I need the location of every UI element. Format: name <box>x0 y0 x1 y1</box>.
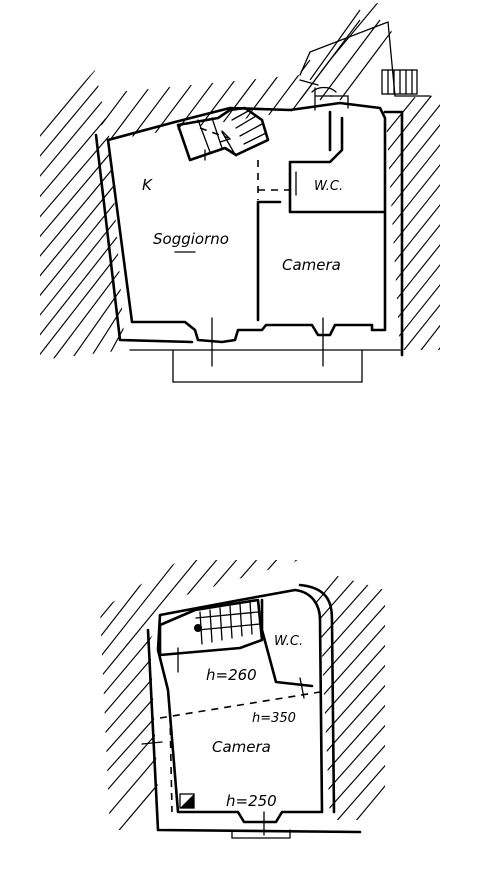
upper-stair-outline <box>176 106 270 162</box>
upper-kitchen-label: K <box>142 176 153 194</box>
upper-partition <box>256 200 282 322</box>
upper-bedroom-label: Camera <box>282 256 341 274</box>
upper-hatch-top <box>89 0 395 140</box>
lower-floor-plan: W.C. h=260 h=350 Camera h=250 <box>100 560 385 839</box>
lower-outer-wall-thick <box>146 583 362 834</box>
upper-outer-wall <box>106 101 387 344</box>
upper-openings <box>204 87 324 367</box>
lower-loft-height-label: h=260 <box>206 666 257 684</box>
lower-mid-height-label: h=350 <box>252 711 296 726</box>
upper-partition-dashed <box>257 160 290 200</box>
upper-hatch-right <box>385 95 440 350</box>
upper-outer-wall-thick <box>94 110 404 357</box>
lower-bedroom-label: Camera <box>212 738 271 756</box>
lower-floor-height-label: h=250 <box>226 792 277 810</box>
lower-stair-treads <box>195 601 261 645</box>
upper-stair-arrowhead <box>219 130 232 143</box>
upper-stair-treads <box>197 109 267 157</box>
lower-bath-wall <box>260 598 314 688</box>
upper-bath-label: W.C. <box>314 179 343 194</box>
upper-external-stair-treads <box>387 69 413 95</box>
lower-outer-wall <box>156 588 324 824</box>
upper-balcony <box>172 349 363 383</box>
lower-hatch-right <box>309 565 385 820</box>
lower-corner-fixture-fill <box>180 794 194 808</box>
lower-stair-outline <box>158 598 264 657</box>
lower-stair-marker <box>194 624 202 632</box>
upper-living-label: Soggiorno <box>153 230 229 248</box>
lower-openings <box>141 647 305 836</box>
upper-floor-plan: K Soggiorno W.C. Camera <box>40 0 440 383</box>
lower-ceiling-line <box>169 714 173 813</box>
upper-entry-fixture <box>311 86 337 97</box>
lower-bath-label: W.C. <box>274 634 303 649</box>
lower-level-change-line <box>159 691 321 719</box>
lower-bottom-step <box>231 829 291 839</box>
upper-entry-steps <box>299 21 431 109</box>
upper-stair-arrow <box>199 127 229 139</box>
upper-bath-wall <box>288 110 386 214</box>
